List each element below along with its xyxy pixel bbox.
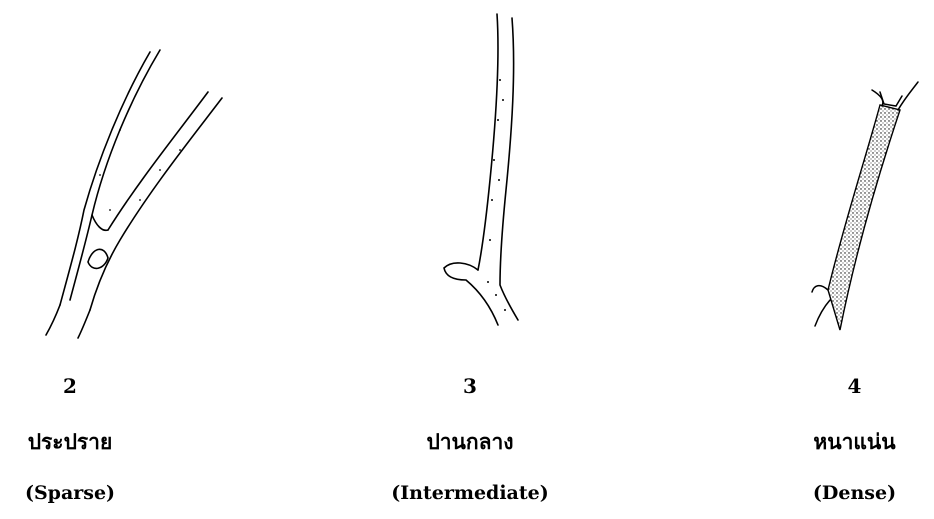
panel-number: 2 <box>0 374 140 398</box>
english-label: (Sparse) <box>0 482 140 504</box>
english-label: (Intermediate) <box>385 482 555 504</box>
panel-number: 3 <box>385 374 555 398</box>
english-label: (Dense) <box>775 482 934 504</box>
dense-branch-drawing <box>795 60 920 340</box>
thai-label: ปานกลาง <box>385 426 555 459</box>
thai-label: ประปราย <box>0 426 140 459</box>
thai-label: หนาแน่น <box>775 426 934 459</box>
sparse-branch-drawing <box>30 40 240 340</box>
intermediate-branch-drawing <box>435 10 545 330</box>
panel-number: 4 <box>775 374 934 398</box>
